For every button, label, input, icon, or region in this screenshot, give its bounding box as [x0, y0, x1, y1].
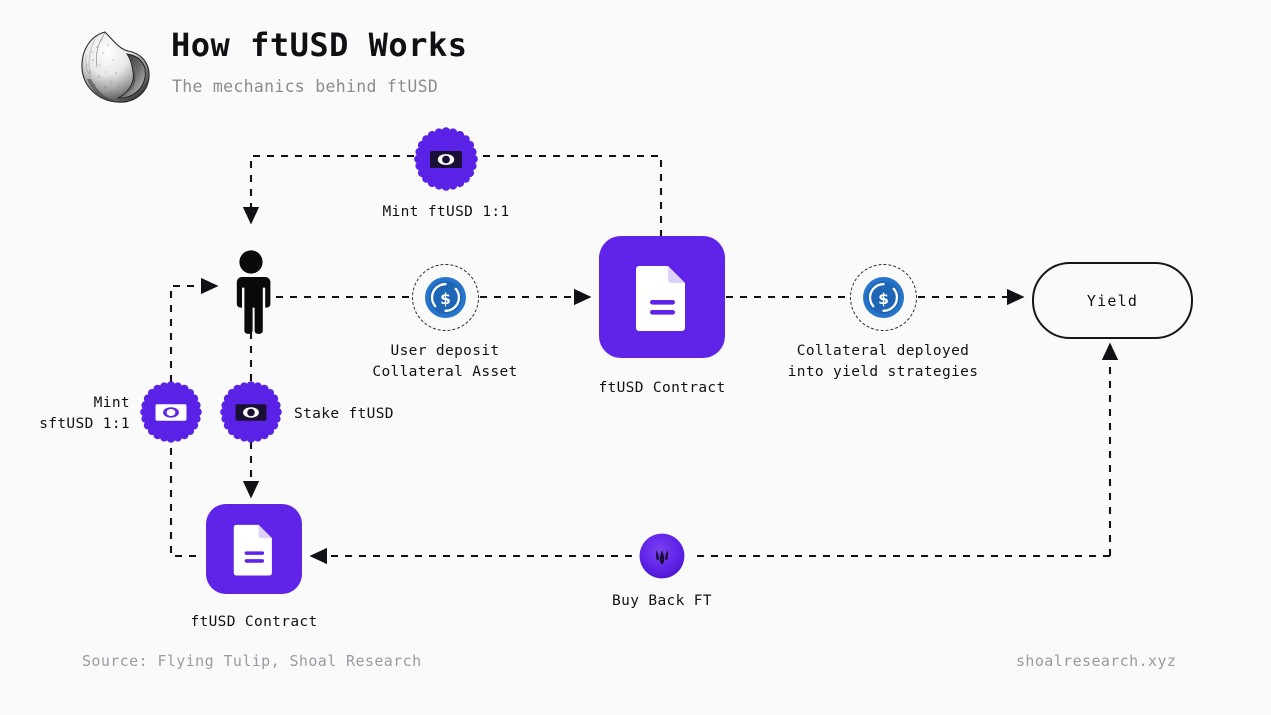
ftusd-contract-card-top[interactable] — [599, 236, 725, 358]
person-icon — [224, 250, 278, 334]
buy-back-ft-label: Buy Back FT — [612, 593, 712, 609]
page-subtitle: The mechanics behind ftUSD — [172, 77, 439, 96]
shell-logo-icon — [75, 27, 153, 107]
tulip-icon — [639, 533, 685, 579]
usdc-coin-icon-collateral: $ — [863, 277, 904, 318]
stake-ftusd-label: Stake ftUSD — [294, 406, 394, 422]
yield-node[interactable]: Yield — [1032, 262, 1193, 339]
header: How ftUSD Works The mechanics behind ftU… — [75, 25, 775, 115]
banknote-dark-icon-stake — [220, 381, 282, 443]
mint-ftusd-badge[interactable] — [414, 127, 478, 191]
ftusd-contract-card-bottom[interactable] — [206, 504, 302, 594]
ftusd-contract-top-label: ftUSD Contract — [598, 380, 726, 396]
usdc-coin-icon-deposit: $ — [425, 277, 466, 318]
site-url[interactable]: shoalresearch.xyz — [1016, 652, 1177, 670]
banknote-dark-icon — [414, 127, 478, 191]
ftusd-contract-bottom-label: ftUSD Contract — [190, 614, 318, 630]
source-credit: Source: Flying Tulip, Shoal Research — [82, 652, 422, 670]
edge-sftusd-badge-to-user — [169, 277, 219, 382]
yield-label: Yield — [1086, 291, 1139, 310]
svg-text:$: $ — [440, 290, 451, 308]
document-icon-bottom — [233, 524, 272, 576]
mint-sftusd-badge[interactable] — [140, 381, 202, 443]
mint-ftusd-label: Mint ftUSD 1:1 — [382, 204, 510, 220]
page-title: How ftUSD Works — [171, 26, 468, 64]
edge-contract-to-sftusd-badge — [169, 442, 196, 558]
mint-sftusd-label: Mint sftUSD 1:1 — [39, 395, 130, 432]
banknote-light-icon — [140, 381, 202, 443]
svg-text:$: $ — [878, 290, 889, 308]
stake-ftusd-badge[interactable] — [220, 381, 282, 443]
buy-back-ft-badge[interactable] — [638, 532, 686, 580]
edge-contract-to-mint-badge — [477, 154, 663, 237]
collateral-deployed-label: Collateral deployed into yield strategie… — [787, 343, 979, 380]
user-deposit-label: User deposit Collateral Asset — [372, 343, 518, 380]
document-icon — [636, 266, 685, 331]
